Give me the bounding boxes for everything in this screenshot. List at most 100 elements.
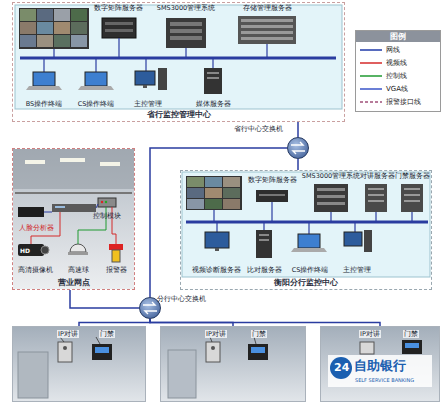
storage-server (238, 16, 296, 44)
branch-devices (41, 246, 49, 254)
server-icons (368, 200, 384, 202)
video-wall (37, 9, 53, 21)
terminal-icons (298, 234, 320, 248)
bank-lobby-photo (254, 337, 256, 344)
node-label: 对讲服务器 (346, 172, 408, 180)
network-bus (216, 222, 217, 232)
branch-photo (25, 160, 45, 164)
bank-lobby-photo (320, 326, 440, 402)
branch-photo (13, 149, 134, 289)
video-wall (186, 176, 242, 210)
switch-arrows (143, 142, 305, 314)
node-label: 报警器 (84, 266, 148, 274)
node-label: 高速球 (46, 266, 110, 274)
video-wall (187, 177, 204, 187)
branch-photo (100, 162, 120, 166)
bank-lobby-photo (251, 347, 265, 353)
network-bus (411, 212, 412, 222)
legend-text: 报警接口线 (386, 98, 421, 106)
legend-box: 网线视频线控制线 VGA线报警接口线 (355, 30, 441, 112)
server-icons (368, 188, 384, 190)
network-bus (212, 58, 213, 68)
node-label: IP对讲 (205, 330, 227, 338)
video-wall (187, 188, 204, 198)
node-label: 数字矩阵服务器 (230, 176, 314, 184)
matrix-server (102, 18, 136, 38)
device-box: 数字矩阵服务器 (92, 4, 144, 44)
legend-text: 视频线 (386, 59, 407, 67)
video-wall (205, 188, 222, 198)
terminal-icons (33, 72, 55, 86)
server-icons (404, 200, 420, 202)
video-wall (37, 35, 53, 47)
server-icons (368, 194, 384, 196)
switch-arrows (143, 302, 155, 305)
storage-server (241, 25, 293, 28)
matrix-server (102, 18, 136, 38)
video-wall (37, 22, 53, 34)
province-panel (15, 5, 342, 109)
city-panel (182, 172, 430, 277)
branch-devices (55, 206, 65, 208)
network-bus (20, 57, 336, 60)
legend-item: VGA线 (356, 84, 440, 94)
bank-lobby-photo (168, 350, 196, 398)
network-bus (53, 49, 54, 58)
bank-lobby-photo (211, 346, 215, 350)
terminal-icons (207, 72, 219, 74)
terminal-icons (256, 230, 272, 258)
device-box: SMS3000管理系统 (300, 172, 362, 216)
legend-item: 报警接口线 (356, 97, 440, 107)
node-label: CS操作终端 (274, 266, 346, 274)
server-icons (317, 202, 345, 205)
video-wall (205, 199, 222, 209)
device-box: 主控管理 (336, 228, 378, 274)
bank-lobby-photo (206, 342, 220, 362)
bank-lobby-photo (12, 326, 440, 402)
network-line (150, 148, 287, 297)
server-icons (256, 184, 423, 212)
matrix-server (105, 29, 133, 32)
branch-devices (18, 244, 44, 256)
storage-server (241, 37, 293, 40)
video-wall (20, 22, 36, 34)
label-text: 24 (334, 362, 349, 374)
terminal-icons (291, 248, 327, 252)
bank-lobby-photo (210, 337, 212, 342)
network-bus (118, 38, 119, 58)
network-bus (266, 44, 267, 58)
device-box: CS操作终端 (288, 228, 332, 274)
bank-lobby-photo (95, 347, 109, 353)
network-bus (263, 222, 264, 230)
switch-arrows (145, 311, 157, 314)
bank-lobby-photo (96, 337, 100, 344)
server-icons (404, 188, 420, 190)
server-icons (401, 184, 423, 212)
branch-devices (98, 198, 116, 207)
terminal-icons (259, 239, 269, 241)
device-box: BS操作终端 (22, 64, 66, 108)
device-box: CS操作终端 (74, 64, 118, 108)
storage-server (238, 16, 296, 44)
video-wall (223, 188, 240, 198)
branch-devices (101, 201, 103, 203)
monitoring-zone: 衡阳分行监控中心数字矩阵服务器SMS3000管理系统对讲服务器门禁服务器视频诊断… (180, 170, 432, 290)
node-label: 门禁 (251, 330, 267, 338)
network-bus (330, 212, 331, 222)
legend-line-sample (360, 98, 382, 106)
node-label: BS操作终端 (8, 100, 80, 108)
terminal-icons (26, 86, 62, 90)
node-label: 视频诊断服务器 (176, 266, 256, 274)
bank-lobby-photo (160, 326, 306, 402)
legend-text: 网线 (386, 46, 400, 54)
bank-lobby-photo (60, 337, 64, 342)
monitoring-zone: 省行监控管理中心数字矩阵服务器SMS3000管理系统存储管理服务器BS操作终端C… (12, 2, 345, 122)
legend-text: VGA线 (386, 85, 408, 93)
bank-lobby-photo (12, 326, 146, 402)
zone-title: 衡阳分行监控中心 (181, 278, 431, 288)
legend-text: 控制线 (386, 72, 407, 80)
branch-wires (96, 204, 98, 208)
network-bus (271, 202, 272, 222)
device-box: 存储管理服务器 (230, 4, 304, 48)
terminal-icons (344, 232, 362, 246)
